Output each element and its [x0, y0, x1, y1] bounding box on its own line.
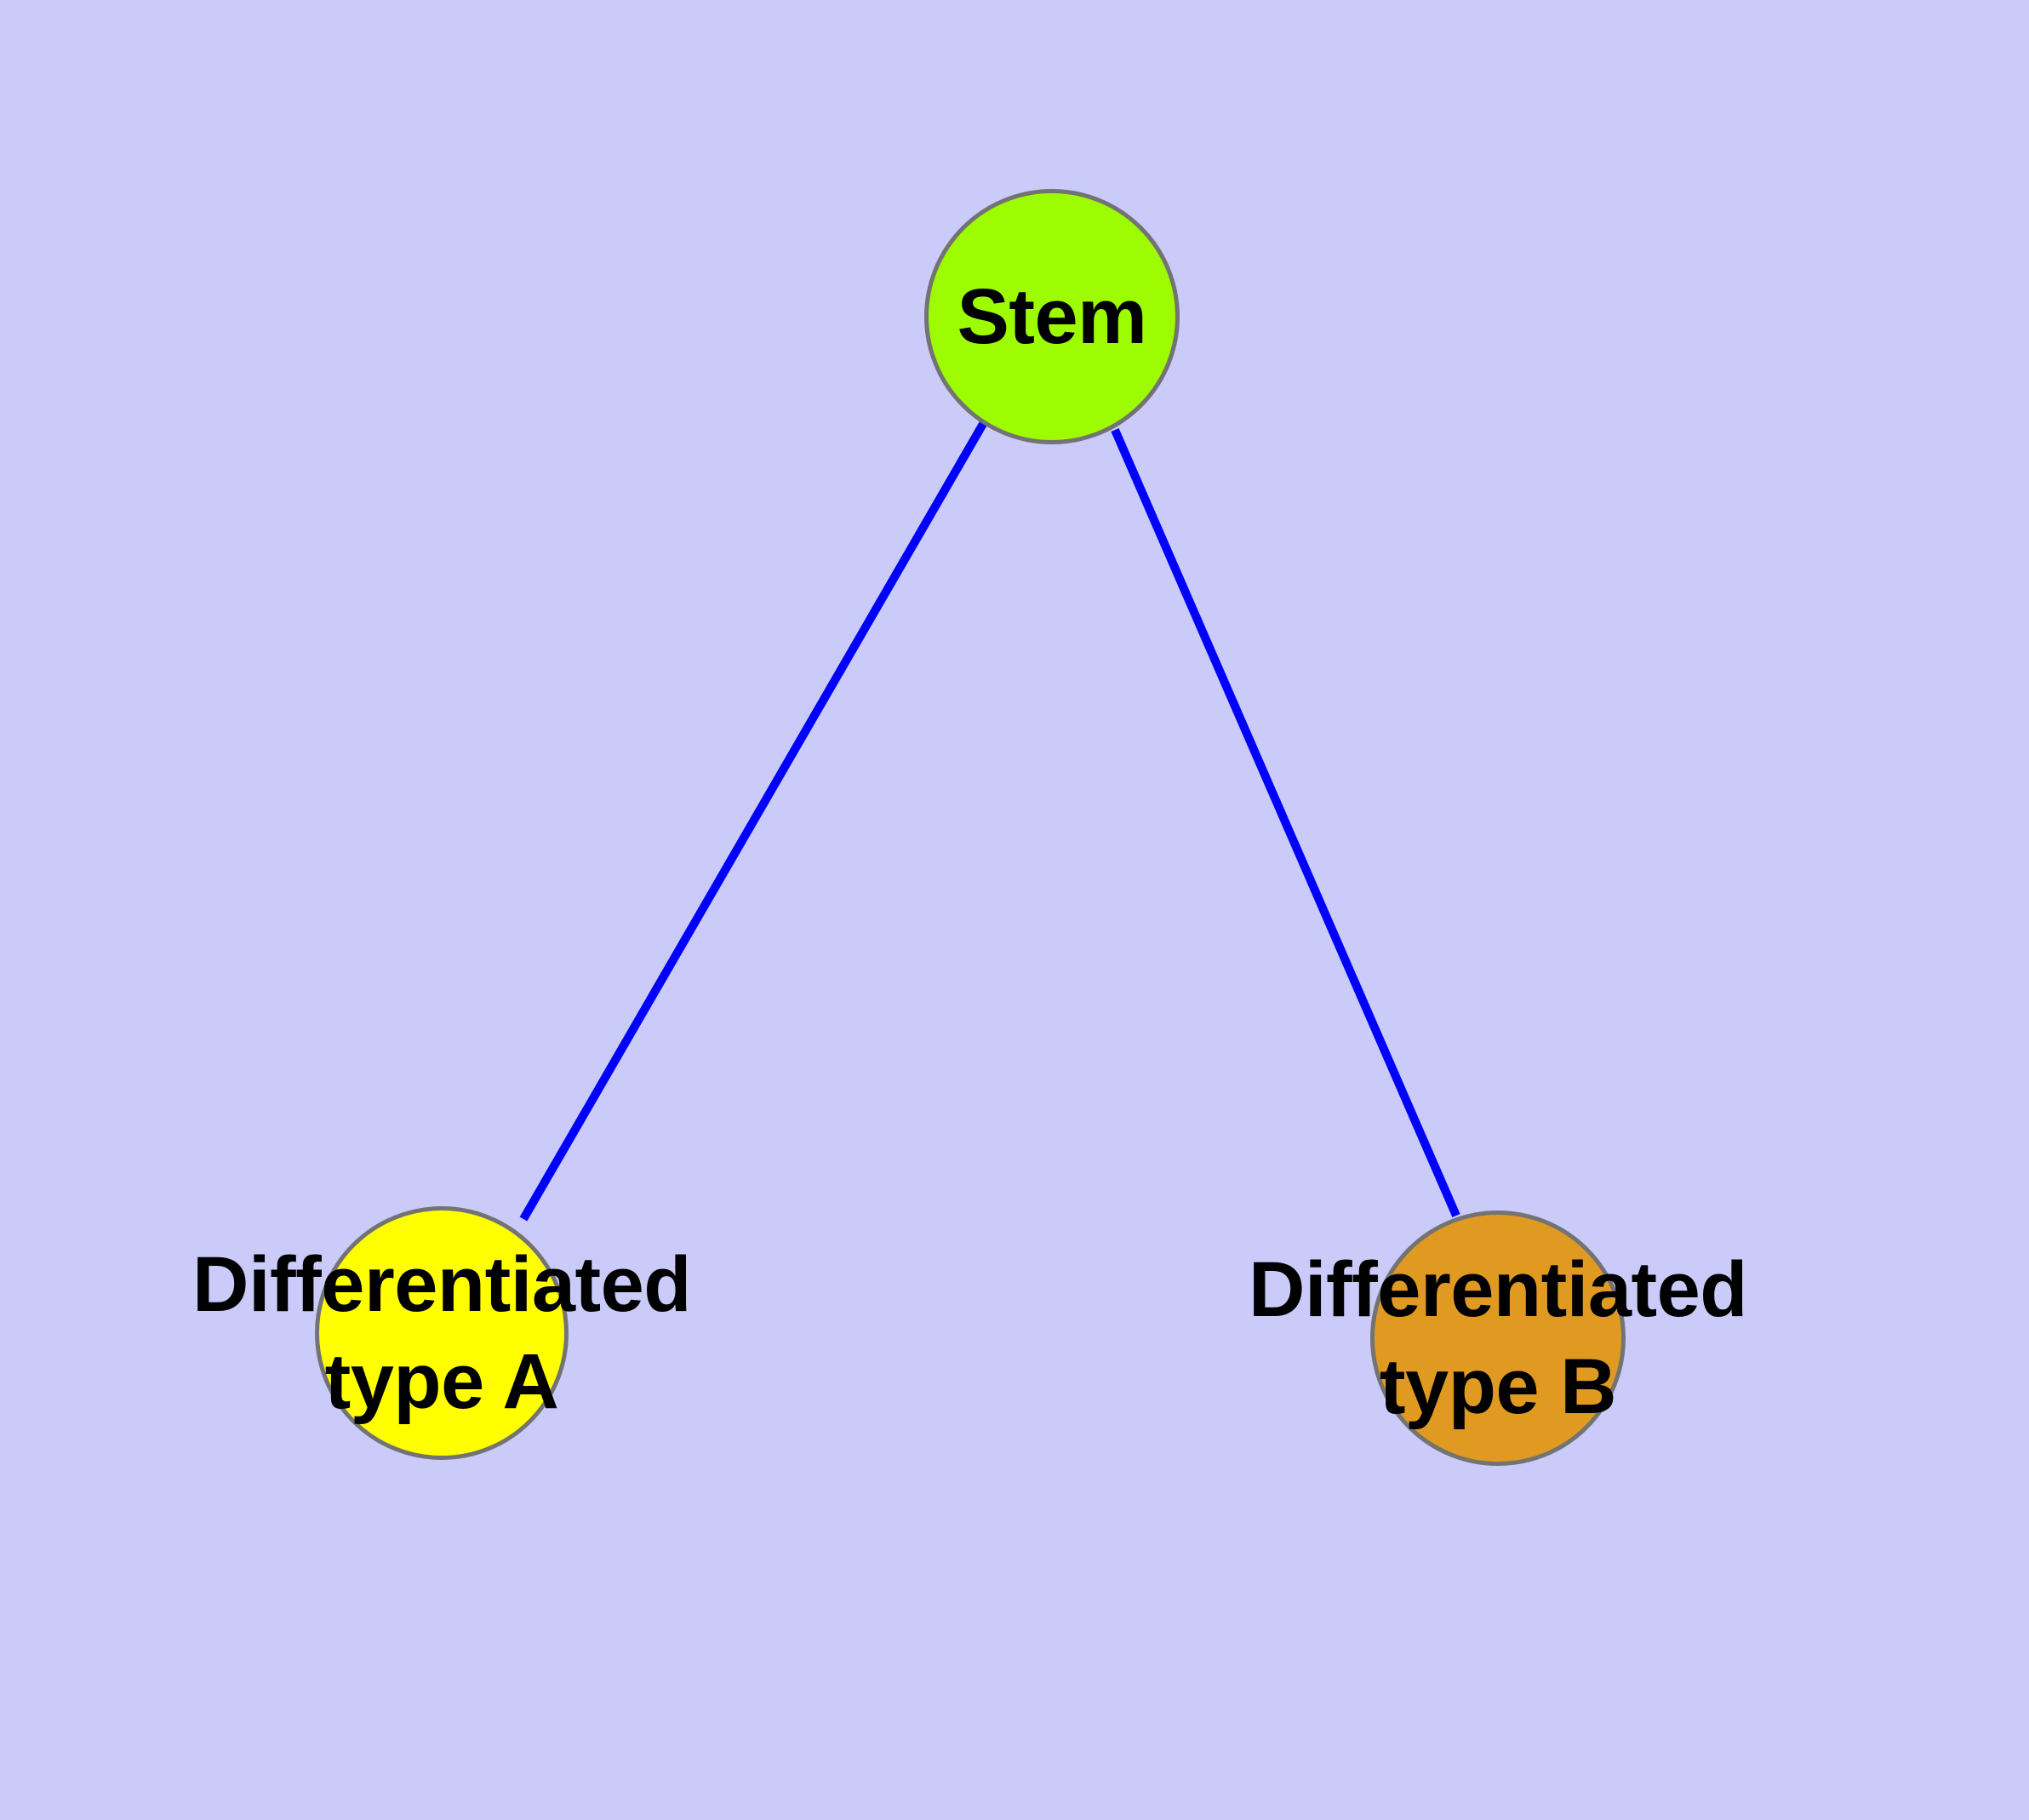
node-stem[interactable] — [924, 189, 1180, 444]
node-differentiated-type-b[interactable] — [1370, 1210, 1626, 1466]
node-differentiated-type-a[interactable] — [315, 1206, 569, 1460]
